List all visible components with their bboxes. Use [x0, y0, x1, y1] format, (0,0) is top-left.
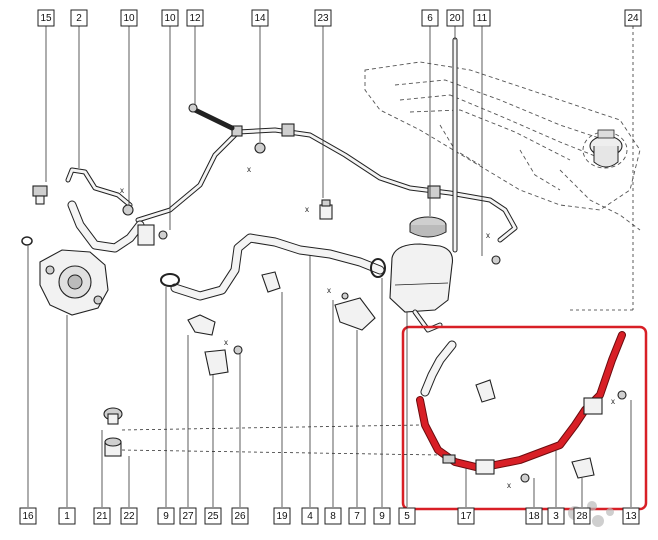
bottom-callout: 26: [231, 507, 249, 525]
bottom-callout-label: 16: [22, 511, 34, 522]
svg-text:x: x: [486, 231, 490, 240]
bottom-callout: 16: [19, 507, 37, 525]
callouts-top: 15 2 10 10 12 14 23 6 20 11 24: [37, 9, 642, 27]
bottom-callout: 21: [93, 507, 111, 525]
bottom-callout-label: 27: [182, 511, 194, 522]
power-steering-pump: [39, 249, 109, 316]
nut-22: [104, 437, 122, 457]
bottom-callout: 8: [324, 507, 342, 525]
pump-hose: [65, 167, 145, 253]
bottom-callout-label: 1: [64, 511, 70, 522]
top-callout-label: 14: [254, 13, 266, 24]
bottom-callout-label: 4: [307, 511, 313, 522]
svg-text:x: x: [224, 338, 228, 347]
top-callout: 23: [314, 9, 332, 27]
highlight-frame: [401, 325, 648, 511]
bottom-callout: 25: [204, 507, 222, 525]
bottom-callout-label: 18: [528, 511, 540, 522]
hose-clamp-9b: [370, 258, 386, 278]
bottom-callout: 9: [157, 507, 175, 525]
top-callout: 6: [421, 9, 439, 27]
bottom-callout-label: 28: [576, 511, 588, 522]
return-hose: [170, 233, 385, 301]
top-callout: 10: [120, 9, 138, 27]
oring-16: [21, 236, 33, 246]
bottom-callout: 27: [179, 507, 197, 525]
bottom-callout: 9: [373, 507, 391, 525]
bottom-callout-label: 21: [96, 511, 108, 522]
bottom-callout-label: 26: [234, 511, 246, 522]
pressure-pipe-upper: [135, 123, 518, 243]
bolt-21: [103, 407, 123, 425]
x-markers: x x x x x x x x: [120, 165, 615, 490]
bottom-callout-label: 9: [379, 511, 385, 522]
svg-text:x: x: [507, 481, 511, 490]
svg-text:x: x: [247, 165, 251, 174]
bottom-callout-label: 25: [207, 511, 219, 522]
top-callout: 11: [473, 9, 491, 27]
bolt-11: [491, 255, 501, 265]
top-callout-label: 24: [627, 13, 639, 24]
bottom-callout-label: 22: [123, 511, 135, 522]
bottom-callout-label: 8: [330, 511, 336, 522]
bottom-callout-label: 7: [354, 511, 360, 522]
bottom-callout-label: 3: [553, 511, 559, 522]
clamp-10a: [122, 204, 134, 216]
hose-clamp-9a: [160, 273, 180, 287]
bottom-callout-label: 17: [460, 511, 472, 522]
bottom-callout: 4: [301, 507, 319, 525]
steering-rack-pinion: [589, 129, 623, 168]
bottom-callout-label: 13: [625, 511, 637, 522]
top-callout: 24: [624, 9, 642, 27]
bottom-callout: 13: [622, 507, 640, 525]
top-callout-label: 12: [189, 13, 201, 24]
top-callout: 15: [37, 9, 55, 27]
pressure-switch-15: [32, 185, 48, 205]
callouts-bottom: 16 1 21 22 9 27 25 26 19 4 8 7 9 5 17 18 3 28 13: [19, 507, 640, 525]
bottom-callout: 5: [398, 507, 416, 525]
bracket-25: [204, 349, 229, 376]
top-callout-label: 10: [164, 13, 176, 24]
svg-text:x: x: [120, 186, 124, 195]
bolt-23: [319, 199, 333, 220]
bottom-callout: 1: [58, 507, 76, 525]
svg-text:x: x: [327, 286, 331, 295]
bottom-callout-label: 5: [404, 511, 410, 522]
top-callout: 2: [70, 9, 88, 27]
top-callout-label: 2: [76, 13, 82, 24]
clip-26: [233, 345, 243, 355]
clip-19: [261, 271, 281, 293]
bottom-callout: 17: [457, 507, 475, 525]
bracket-7: [334, 292, 376, 331]
fluid-reservoir: [389, 243, 454, 333]
top-callout: 10: [161, 9, 179, 27]
top-callout-label: 6: [427, 13, 433, 24]
bottom-callout: 22: [120, 507, 138, 525]
bottom-callout: 18: [525, 507, 543, 525]
top-callout-label: 15: [40, 13, 52, 24]
svg-text:x: x: [305, 205, 309, 214]
leader-lines: [27, 26, 634, 507]
top-callout-label: 23: [317, 13, 329, 24]
highlighted-pressure-line-assembly: [416, 331, 627, 483]
bottom-callout: 19: [273, 507, 291, 525]
top-callout: 20: [446, 9, 464, 27]
top-callout: 12: [186, 9, 204, 27]
bracket-27: [187, 314, 216, 336]
svg-text:x: x: [611, 397, 615, 406]
top-callout: 14: [251, 9, 269, 27]
bottom-callout: 3: [547, 507, 565, 525]
bottom-callout-label: 9: [163, 511, 169, 522]
reservoir-cap: [409, 216, 447, 238]
bottom-callout-label: 19: [276, 511, 288, 522]
bottom-callout: 28: [573, 507, 591, 525]
clamp-10b: [137, 224, 168, 246]
bottom-callout: 7: [348, 507, 366, 525]
top-callout-label: 11: [477, 13, 488, 24]
clip-14: [254, 142, 266, 154]
top-callout-label: 10: [123, 13, 135, 24]
top-callout-label: 20: [449, 13, 461, 24]
bolt-12: [188, 103, 235, 131]
